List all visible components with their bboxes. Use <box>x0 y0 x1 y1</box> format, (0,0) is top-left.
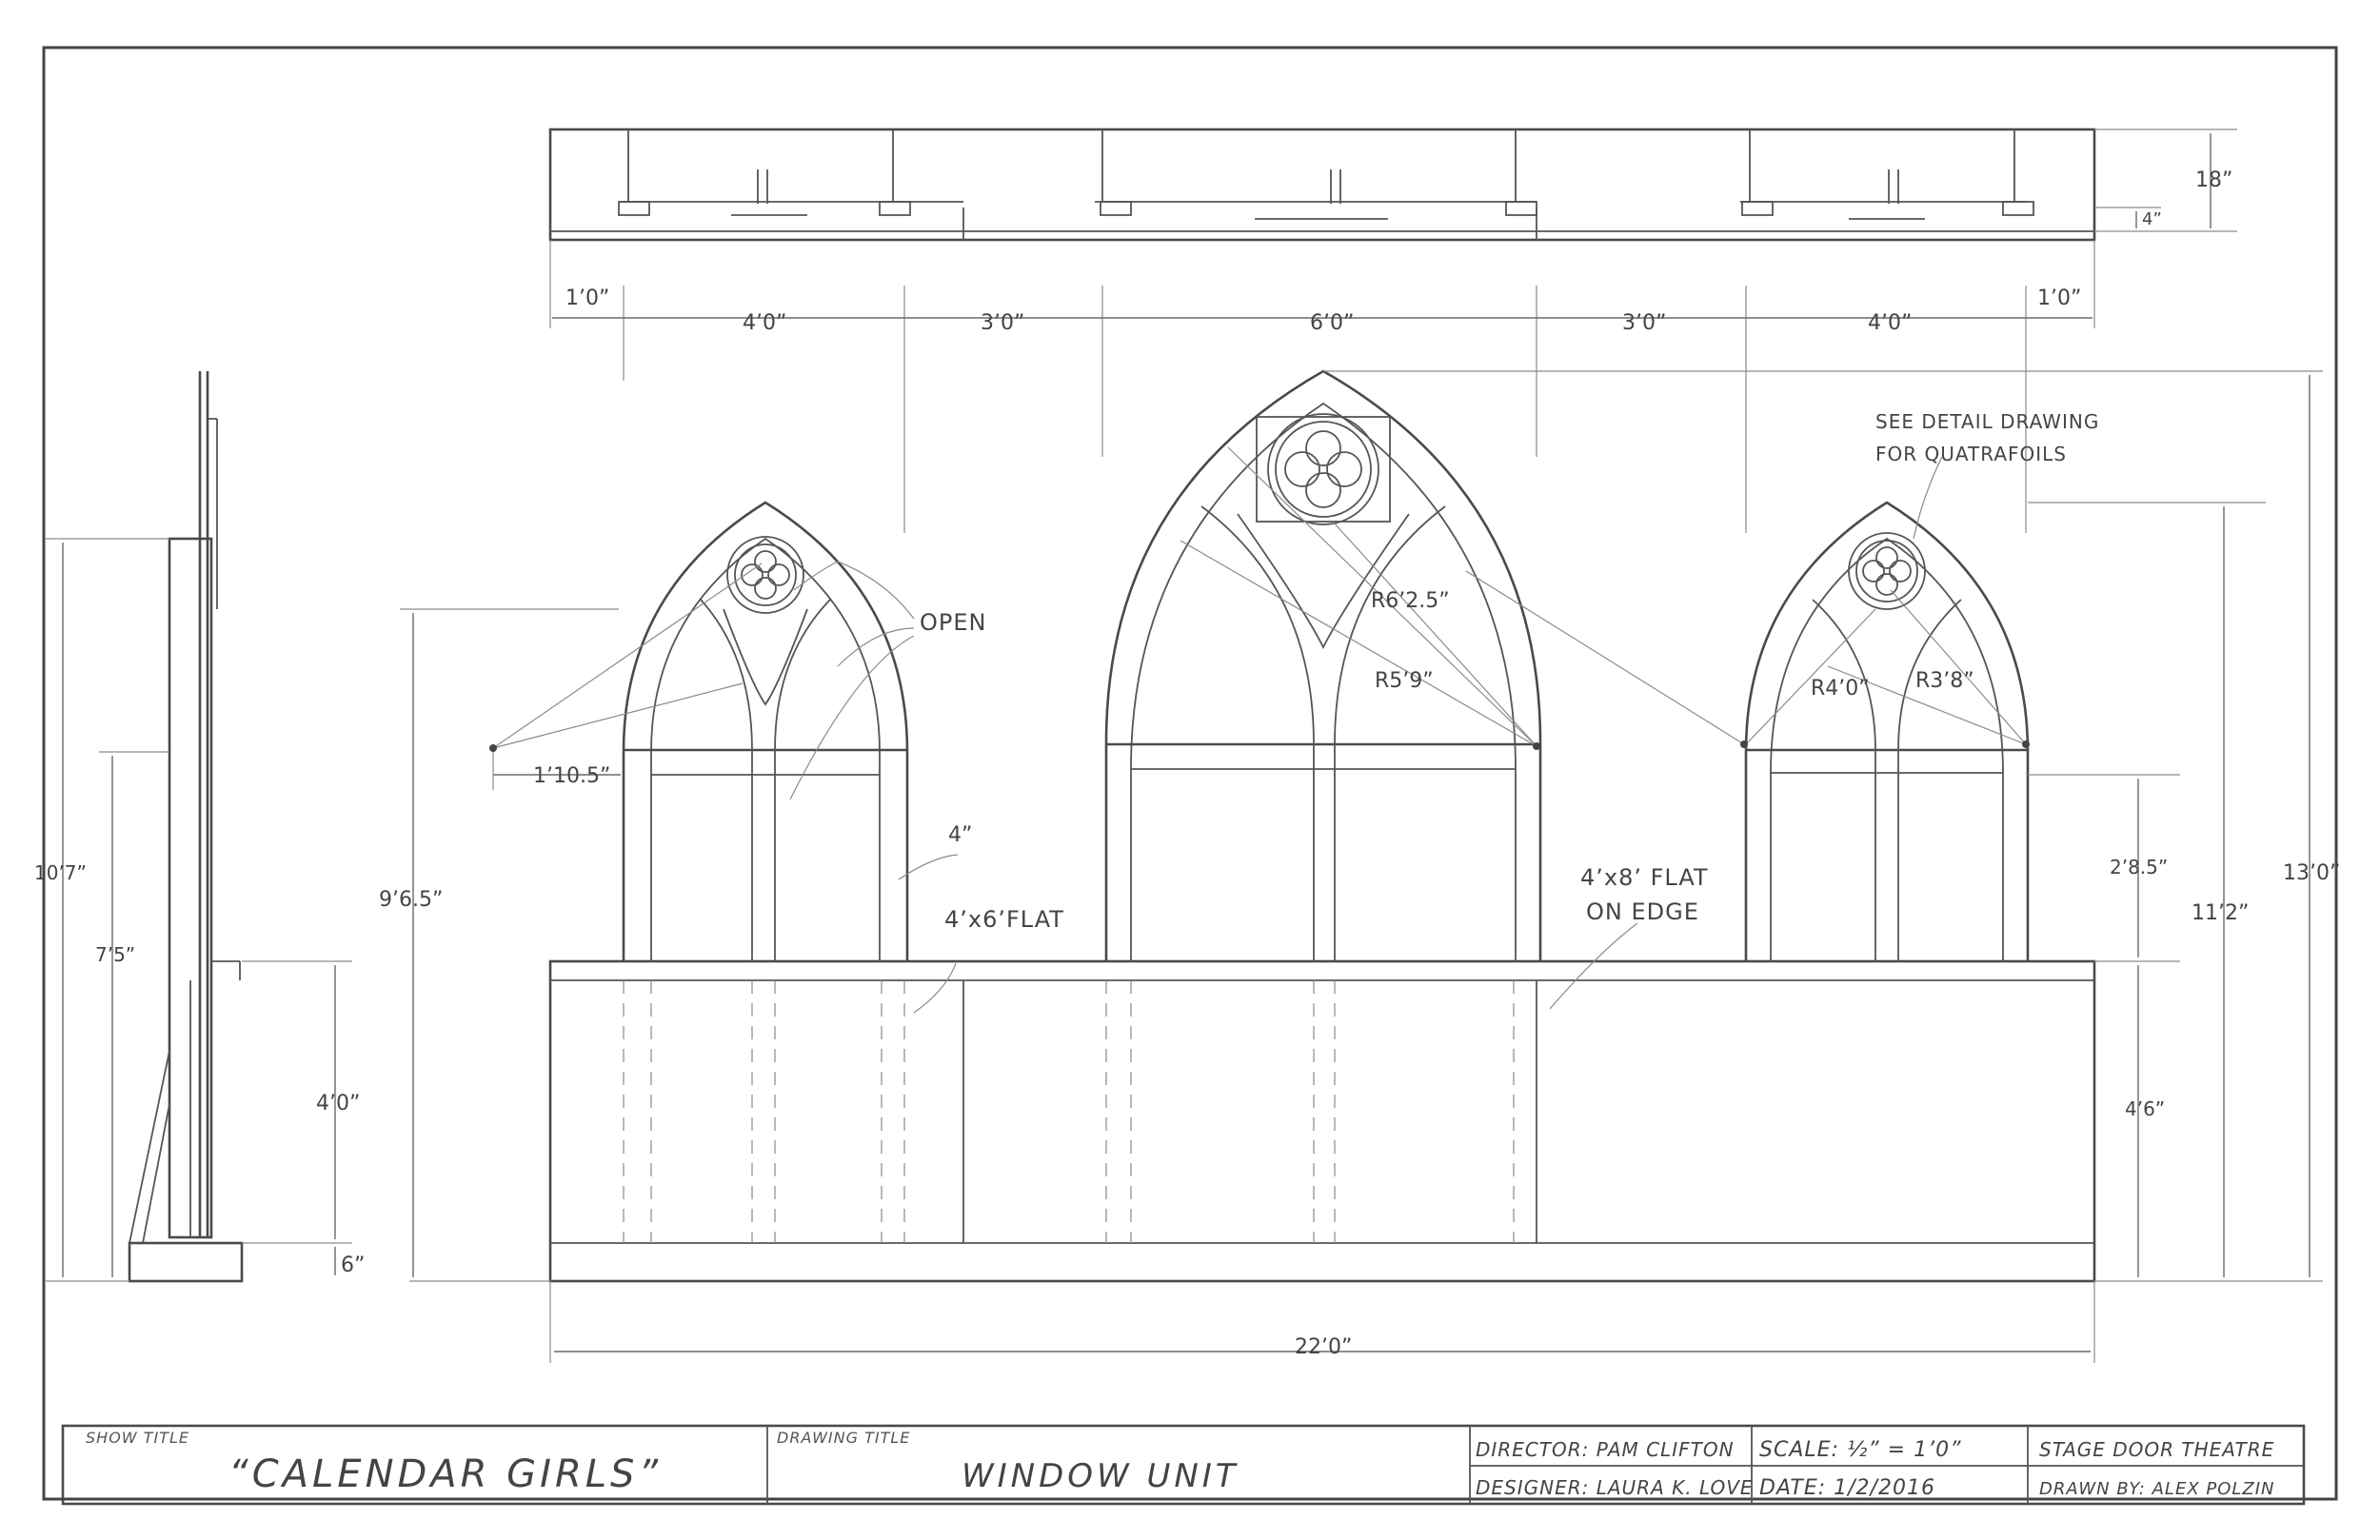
total-width-dim: 22’0” <box>1295 1335 1352 1359</box>
center-window <box>1104 369 1542 961</box>
drawing-title: WINDOW UNIT <box>962 1457 1240 1495</box>
top-dim-1: 1’0” <box>565 286 609 310</box>
right-window <box>1744 501 2030 961</box>
top-dim-4: 6’0” <box>1310 311 1354 335</box>
top-dim-7: 1’0” <box>2037 286 2081 310</box>
show-title-label: SHOW TITLE <box>86 1429 189 1447</box>
right-lower-dim: 2’8.5” <box>2110 856 2168 879</box>
large-flat-note-1: 4’x8’ FLAT <box>1580 864 1709 891</box>
left-height-dim: 9’6.5” <box>379 888 443 912</box>
elevation-dims <box>400 370 2323 1363</box>
right-outer-radius: R4’0” <box>1811 677 1870 701</box>
center-inner-radius: R5’9” <box>1375 669 1434 693</box>
top-dim-2: 4’0” <box>743 311 786 335</box>
side-overall-dim: 10’7” <box>34 861 87 884</box>
side-view <box>46 371 352 1283</box>
small-flat-note: 4’x6’FLAT <box>944 906 1064 933</box>
right-base-dim: 4’6” <box>2125 1097 2165 1120</box>
radius-lines <box>489 446 2030 752</box>
drawing-title-label: DRAWING TITLE <box>777 1429 910 1447</box>
right-height-dim: 11’2” <box>2192 901 2249 925</box>
frame-thickness-dim: 4” <box>948 823 972 847</box>
plan-view <box>548 128 2237 242</box>
right-inner-radius: R3’8” <box>1915 669 1974 693</box>
title-block <box>61 1424 2306 1506</box>
date-field: DATE: 1/2/2016 <box>1759 1476 1935 1500</box>
plan-depth-dim: 18” <box>2195 168 2232 192</box>
detail-note-2: FOR QUATRAFOILS <box>1875 443 2067 465</box>
designer-field: DESIGNER: LAURA K. LOVE <box>1476 1476 1754 1499</box>
side-mid-dim: 7’5” <box>95 943 135 966</box>
base-platform <box>548 959 2096 1283</box>
top-dim-5: 3’0” <box>1622 311 1666 335</box>
drawn-by-field: DRAWN BY: ALEX POLZIN <box>2039 1479 2275 1499</box>
top-dim-3: 3’0” <box>981 311 1024 335</box>
leader-lines <box>789 456 1943 1014</box>
detail-note-1: SEE DETAIL DRAWING <box>1875 410 2099 433</box>
sheet-border <box>42 46 2338 1501</box>
show-title: “CALENDAR GIRLS” <box>228 1452 662 1496</box>
overall-height-dim: 13’0” <box>2283 861 2340 885</box>
theatre-field: STAGE DOOR THEATRE <box>2039 1438 2274 1461</box>
left-offset-dim: 1’10.5” <box>533 764 610 788</box>
side-base-dim: 4’0” <box>316 1092 360 1116</box>
center-outer-radius: R6’2.5” <box>1371 589 1450 613</box>
open-note: OPEN <box>920 609 986 636</box>
front-elevation <box>400 369 2323 1363</box>
plan-lip-dim: 4” <box>2142 209 2162 229</box>
director-field: DIRECTOR: PAM CLIFTON <box>1476 1438 1735 1461</box>
side-foot-dim: 6” <box>341 1254 365 1277</box>
top-dim-6: 4’0” <box>1868 311 1912 335</box>
scale-field: SCALE: ½” = 1’0” <box>1759 1438 1961 1462</box>
top-dimension-string <box>549 240 2095 533</box>
left-window <box>622 501 909 961</box>
large-flat-note-2: ON EDGE <box>1586 898 1699 925</box>
